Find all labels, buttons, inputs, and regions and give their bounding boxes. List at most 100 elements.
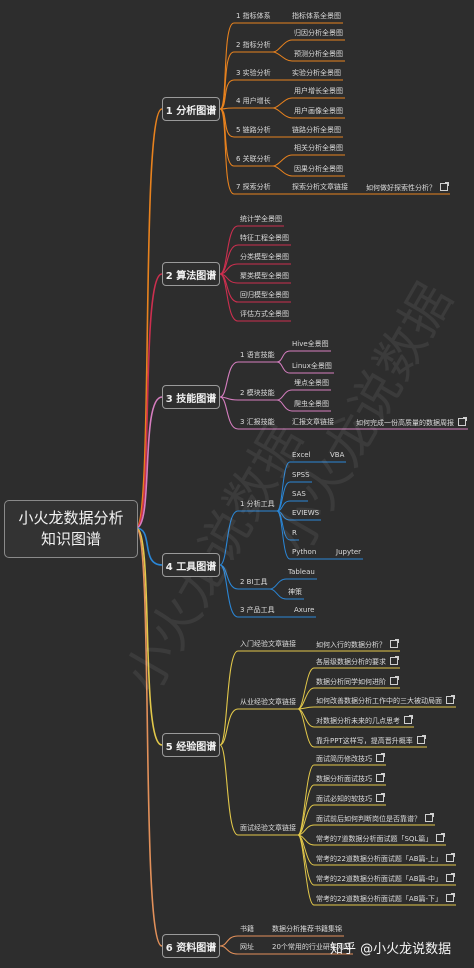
node-label: 2 BI工具 <box>240 578 268 586</box>
node-label: 链路分析全景图 <box>292 126 341 134</box>
mindmap-node[interactable]: 常考的22道数据分析面试题「AB篇-下」 <box>316 893 456 904</box>
node-label: 7 探索分析 <box>236 183 271 191</box>
mindmap-node: 2 BI工具 <box>240 577 268 587</box>
connector-line <box>297 804 315 836</box>
mindmap-node[interactable]: 面试前后如何判断岗位是否靠谱？ <box>316 813 434 824</box>
node-label: 常考的7道数据分析面试题「SQL篇」 <box>316 835 433 843</box>
external-link-icon[interactable] <box>446 873 456 882</box>
node-label: 面试简历修改技巧 <box>316 755 372 763</box>
external-link-icon[interactable] <box>440 182 449 191</box>
external-link-icon[interactable] <box>446 695 455 704</box>
mindmap-node[interactable]: 面试必知的软技巧 <box>316 793 385 804</box>
mindmap-node[interactable]: 常考的7道数据分析面试题「SQL篇」 <box>316 833 446 844</box>
connector-line <box>135 273 163 529</box>
mindmap-node[interactable]: 如何完成一份高质量的数据周报 <box>356 417 467 428</box>
mindmap-node: 20个常用的行业研究网站 <box>272 942 351 952</box>
node-label: 各层级数据分析的要求 <box>316 658 386 666</box>
mindmap-node: 实验分析全景图 <box>292 68 341 78</box>
external-link-icon[interactable] <box>436 833 446 842</box>
mindmap-node[interactable]: 常考的22道数据分析面试题「AB篇-中」 <box>316 873 456 884</box>
root-node[interactable]: 小火龙数据分析 知识图谱 <box>4 500 138 558</box>
external-link-icon[interactable] <box>390 639 399 648</box>
node-label: 5 链路分析 <box>236 126 271 134</box>
connector-line <box>135 527 163 746</box>
mindmap-node: 用户增长全景图 <box>294 86 343 96</box>
connector-line <box>297 824 315 836</box>
node-label: 汇报文章链接 <box>292 418 334 426</box>
mindmap-node[interactable]: 如何改善数据分析工作中的三大被动局面 <box>316 695 455 706</box>
connector-line <box>272 97 293 109</box>
node-label: 2 模块技能 <box>240 389 275 397</box>
external-link-icon[interactable] <box>458 417 467 426</box>
mindmap-node: 相关分析全景图 <box>294 143 343 153</box>
mindmap-node: 1 分析工具 <box>240 499 275 509</box>
node-label: 统计学全景图 <box>240 215 282 223</box>
node-label: 面试前后如何判断岗位是否靠谱？ <box>316 815 421 823</box>
mindmap-node[interactable]: 如何做好探索性分析？ <box>366 182 449 193</box>
connector-line <box>219 108 235 195</box>
connector-line <box>219 361 239 398</box>
external-link-icon[interactable] <box>376 773 385 782</box>
mindmap-node: 从业经验文章链接 <box>240 697 296 707</box>
node-label: Excel <box>292 451 311 459</box>
mindmap-node[interactable]: 对数据分析未来的几点思考 <box>316 715 413 726</box>
connector-line <box>219 650 239 746</box>
connector-line <box>135 527 163 566</box>
node-label: 实验分析全景图 <box>292 69 341 77</box>
mindmap-node: 因果分析全景图 <box>294 164 343 174</box>
connector-line <box>276 350 291 363</box>
mindmap-node: 特征工程全景图 <box>240 233 289 243</box>
connector-line <box>135 108 163 529</box>
node-label: 靠升PPT这样写，提高晋升概率 <box>316 737 413 745</box>
mindmap-node: 归因分析全景图 <box>294 28 343 38</box>
node-label: 聚类模型全景图 <box>240 272 289 280</box>
mindmap-node[interactable]: 面试简历修改技巧 <box>316 753 385 764</box>
mindmap-node[interactable]: 各层级数据分析的要求 <box>316 656 399 667</box>
external-link-icon[interactable] <box>425 813 434 822</box>
mindmap-node: 4 用户增长 <box>236 96 271 106</box>
node-label: 1 语言技能 <box>240 351 275 359</box>
mindmap-node[interactable]: 如何入行的数据分析？ <box>316 639 399 650</box>
external-link-icon[interactable] <box>390 656 399 665</box>
mindmap-node: 用户画像全景图 <box>294 106 343 116</box>
node-label: EVIEWS <box>292 509 320 517</box>
node-label: SAS <box>292 490 306 498</box>
external-link-icon[interactable] <box>390 676 399 685</box>
section-node[interactable]: 3 技能图谱 <box>162 385 220 409</box>
node-label: 用户画像全景图 <box>294 107 343 115</box>
node-label: 入门经验文章链接 <box>240 640 296 648</box>
mindmap-node: Axure <box>294 605 314 615</box>
external-link-icon[interactable] <box>376 753 385 762</box>
mindmap-node: R <box>292 528 297 538</box>
section-node[interactable]: 4 工具图谱 <box>162 553 220 577</box>
mindmap-node[interactable]: 靠升PPT这样写，提高晋升概率 <box>316 735 426 746</box>
mindmap-node: 5 链路分析 <box>236 125 271 135</box>
external-link-icon[interactable] <box>446 853 456 862</box>
external-link-icon[interactable] <box>376 793 385 802</box>
external-link-icon[interactable] <box>416 735 426 744</box>
mindmap-node[interactable]: 数据分析面试技巧 <box>316 773 385 784</box>
external-link-icon[interactable] <box>446 893 456 902</box>
node-label: Hive全景图 <box>292 340 329 348</box>
connector-line <box>276 510 291 560</box>
section-node[interactable]: 5 经验图谱 <box>162 733 220 757</box>
connector-line <box>272 165 293 177</box>
node-label: 20个常用的行业研究网站 <box>272 943 351 951</box>
external-link-icon[interactable] <box>404 715 413 724</box>
node-label: 相关分析全景图 <box>294 144 343 152</box>
mindmap-node: 埋点全景图 <box>294 378 329 388</box>
mindmap-node: Tableau <box>288 567 315 577</box>
mindmap-node[interactable]: 常考的22道数据分析面试题「AB篇-上」 <box>316 853 456 864</box>
mindmap-node: 汇报文章链接 <box>292 417 334 427</box>
node-label: Linux全景图 <box>292 362 332 370</box>
node-label: Jupyter <box>336 548 362 556</box>
node-label: 6 关联分析 <box>236 155 271 163</box>
connector-line <box>219 273 239 322</box>
section-node[interactable]: 6 资料图谱 <box>162 934 220 958</box>
connector-line <box>297 687 315 710</box>
section-node[interactable]: 2 算法图谱 <box>162 262 220 286</box>
mindmap-node: VBA <box>330 450 344 460</box>
node-label: 面试必知的软技巧 <box>316 795 372 803</box>
mindmap-node[interactable]: 数据分析同学如何进阶 <box>316 676 399 687</box>
section-node[interactable]: 1 分析图谱 <box>162 97 220 121</box>
